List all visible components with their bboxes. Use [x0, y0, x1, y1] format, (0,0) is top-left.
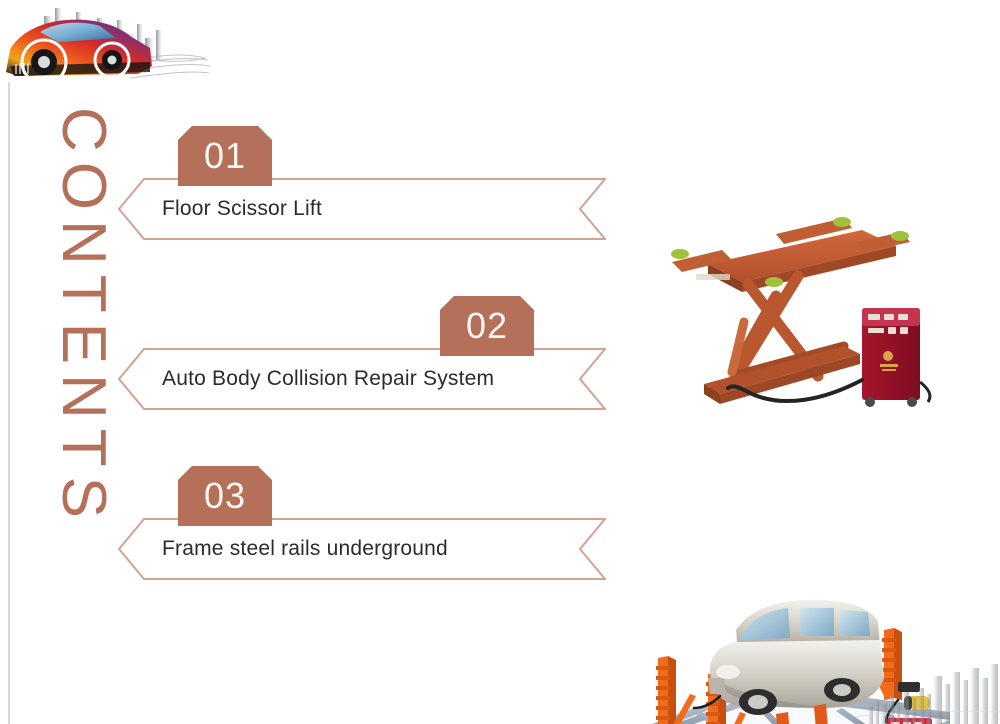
- ribbon-3[interactable]: Frame steel rails underground: [118, 518, 606, 580]
- ribbon-label-3: Frame steel rails underground: [162, 537, 448, 560]
- ribbon-label-1: Floor Scissor Lift: [162, 197, 322, 220]
- sports-car-city-banner: [0, 0, 212, 88]
- ribbon-2[interactable]: Auto Body Collision Repair System: [118, 348, 606, 410]
- contents-item-2: Auto Body Collision Repair System 02: [0, 290, 1000, 724]
- item-number-badge-2[interactable]: 02: [440, 296, 534, 356]
- item-number-badge-3[interactable]: 03: [178, 466, 272, 526]
- ribbon-label-2: Auto Body Collision Repair System: [162, 367, 495, 390]
- item-number-badge-1[interactable]: 01: [178, 126, 272, 186]
- floor-scissor-lift-photo: [648, 204, 940, 416]
- ribbon-1[interactable]: Floor Scissor Lift: [118, 178, 606, 240]
- left-vertical-rule: [8, 82, 10, 724]
- city-skyline-watermark: [850, 654, 1000, 724]
- contents-item-3: Frame steel rails underground 03: [0, 460, 1000, 630]
- contents-item-1: Floor Scissor Lift 01: [0, 120, 1000, 407]
